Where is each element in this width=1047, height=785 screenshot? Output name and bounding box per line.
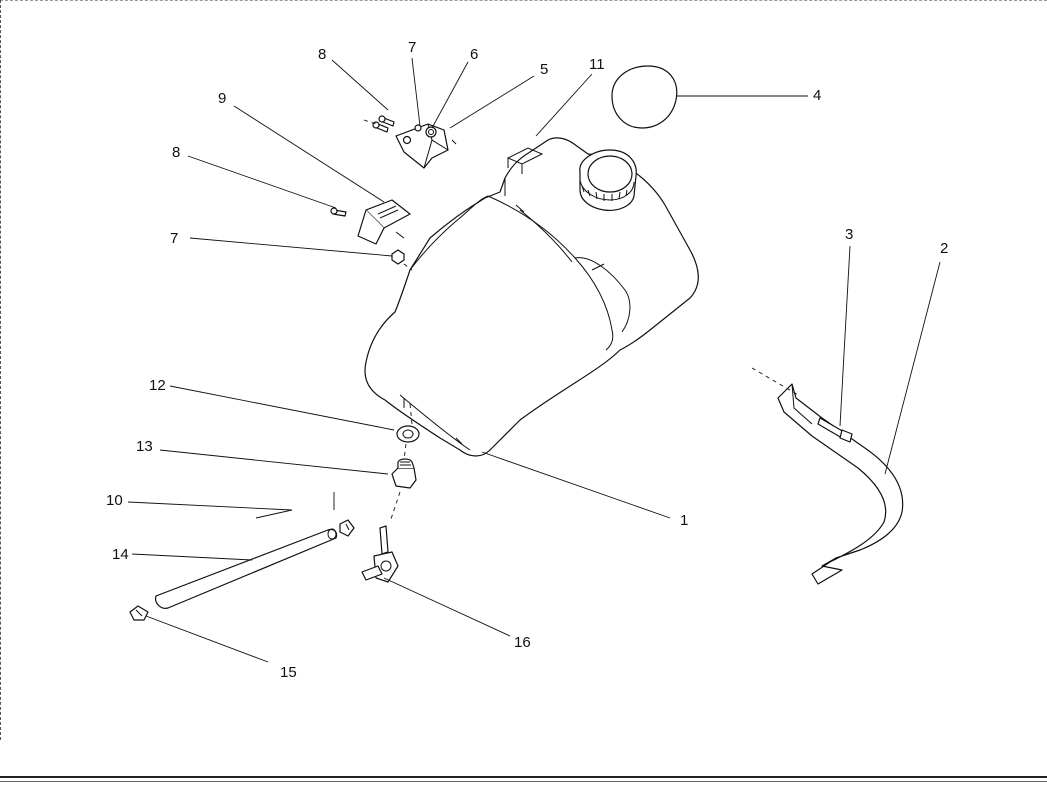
callout-11: 11: [589, 56, 605, 73]
callout-9: 9: [218, 90, 226, 107]
callout-5: 5: [540, 61, 548, 78]
part-washer: [396, 425, 420, 443]
leader-lines: [127, 57, 941, 663]
part-shutoff-valve: [361, 525, 399, 583]
callout-2: 2: [940, 240, 948, 257]
callout-14: 14: [112, 546, 129, 563]
part-cap-disc: [611, 65, 678, 129]
bottom-rule-secondary: [0, 781, 1047, 782]
part-top-bracket: [395, 123, 457, 169]
bottom-rule: [0, 776, 1047, 778]
part-fuel-tank: [364, 137, 699, 457]
callout-10: 10: [106, 492, 123, 509]
part-clamp-lower: [129, 605, 149, 621]
part-bolts-top: [372, 115, 395, 133]
callout-16: 16: [514, 634, 531, 651]
callout-15: 15: [280, 664, 297, 681]
callout-7-side: 7: [170, 230, 178, 247]
part-clamp-upper: [339, 519, 355, 537]
callout-6: 6: [470, 46, 478, 63]
callout-8-side: 8: [172, 144, 180, 161]
part-nut-side: [391, 249, 405, 265]
frame-left-border: [0, 0, 1, 740]
part-fuel-line: [155, 528, 338, 609]
callout-7-top: 7: [408, 39, 416, 56]
callout-1: 1: [680, 512, 688, 529]
callout-13: 13: [136, 438, 153, 455]
callout-4: 4: [813, 87, 821, 104]
frame-top-border: [0, 0, 1047, 1]
callout-3: 3: [845, 226, 853, 243]
part-fitting: [391, 458, 417, 489]
callout-labels: 1 2 3 4 5 6 7 7 8 8 9 10 11 12 13 14 15 …: [106, 39, 948, 681]
part-tank-strap: [777, 383, 904, 585]
part-bolt-side: [330, 207, 347, 217]
part-strap-bolt: [817, 417, 853, 443]
assembly-lines: [363, 119, 801, 523]
part-side-bracket: [357, 199, 411, 245]
callout-8-top: 8: [318, 46, 326, 63]
callout-12: 12: [149, 377, 166, 394]
